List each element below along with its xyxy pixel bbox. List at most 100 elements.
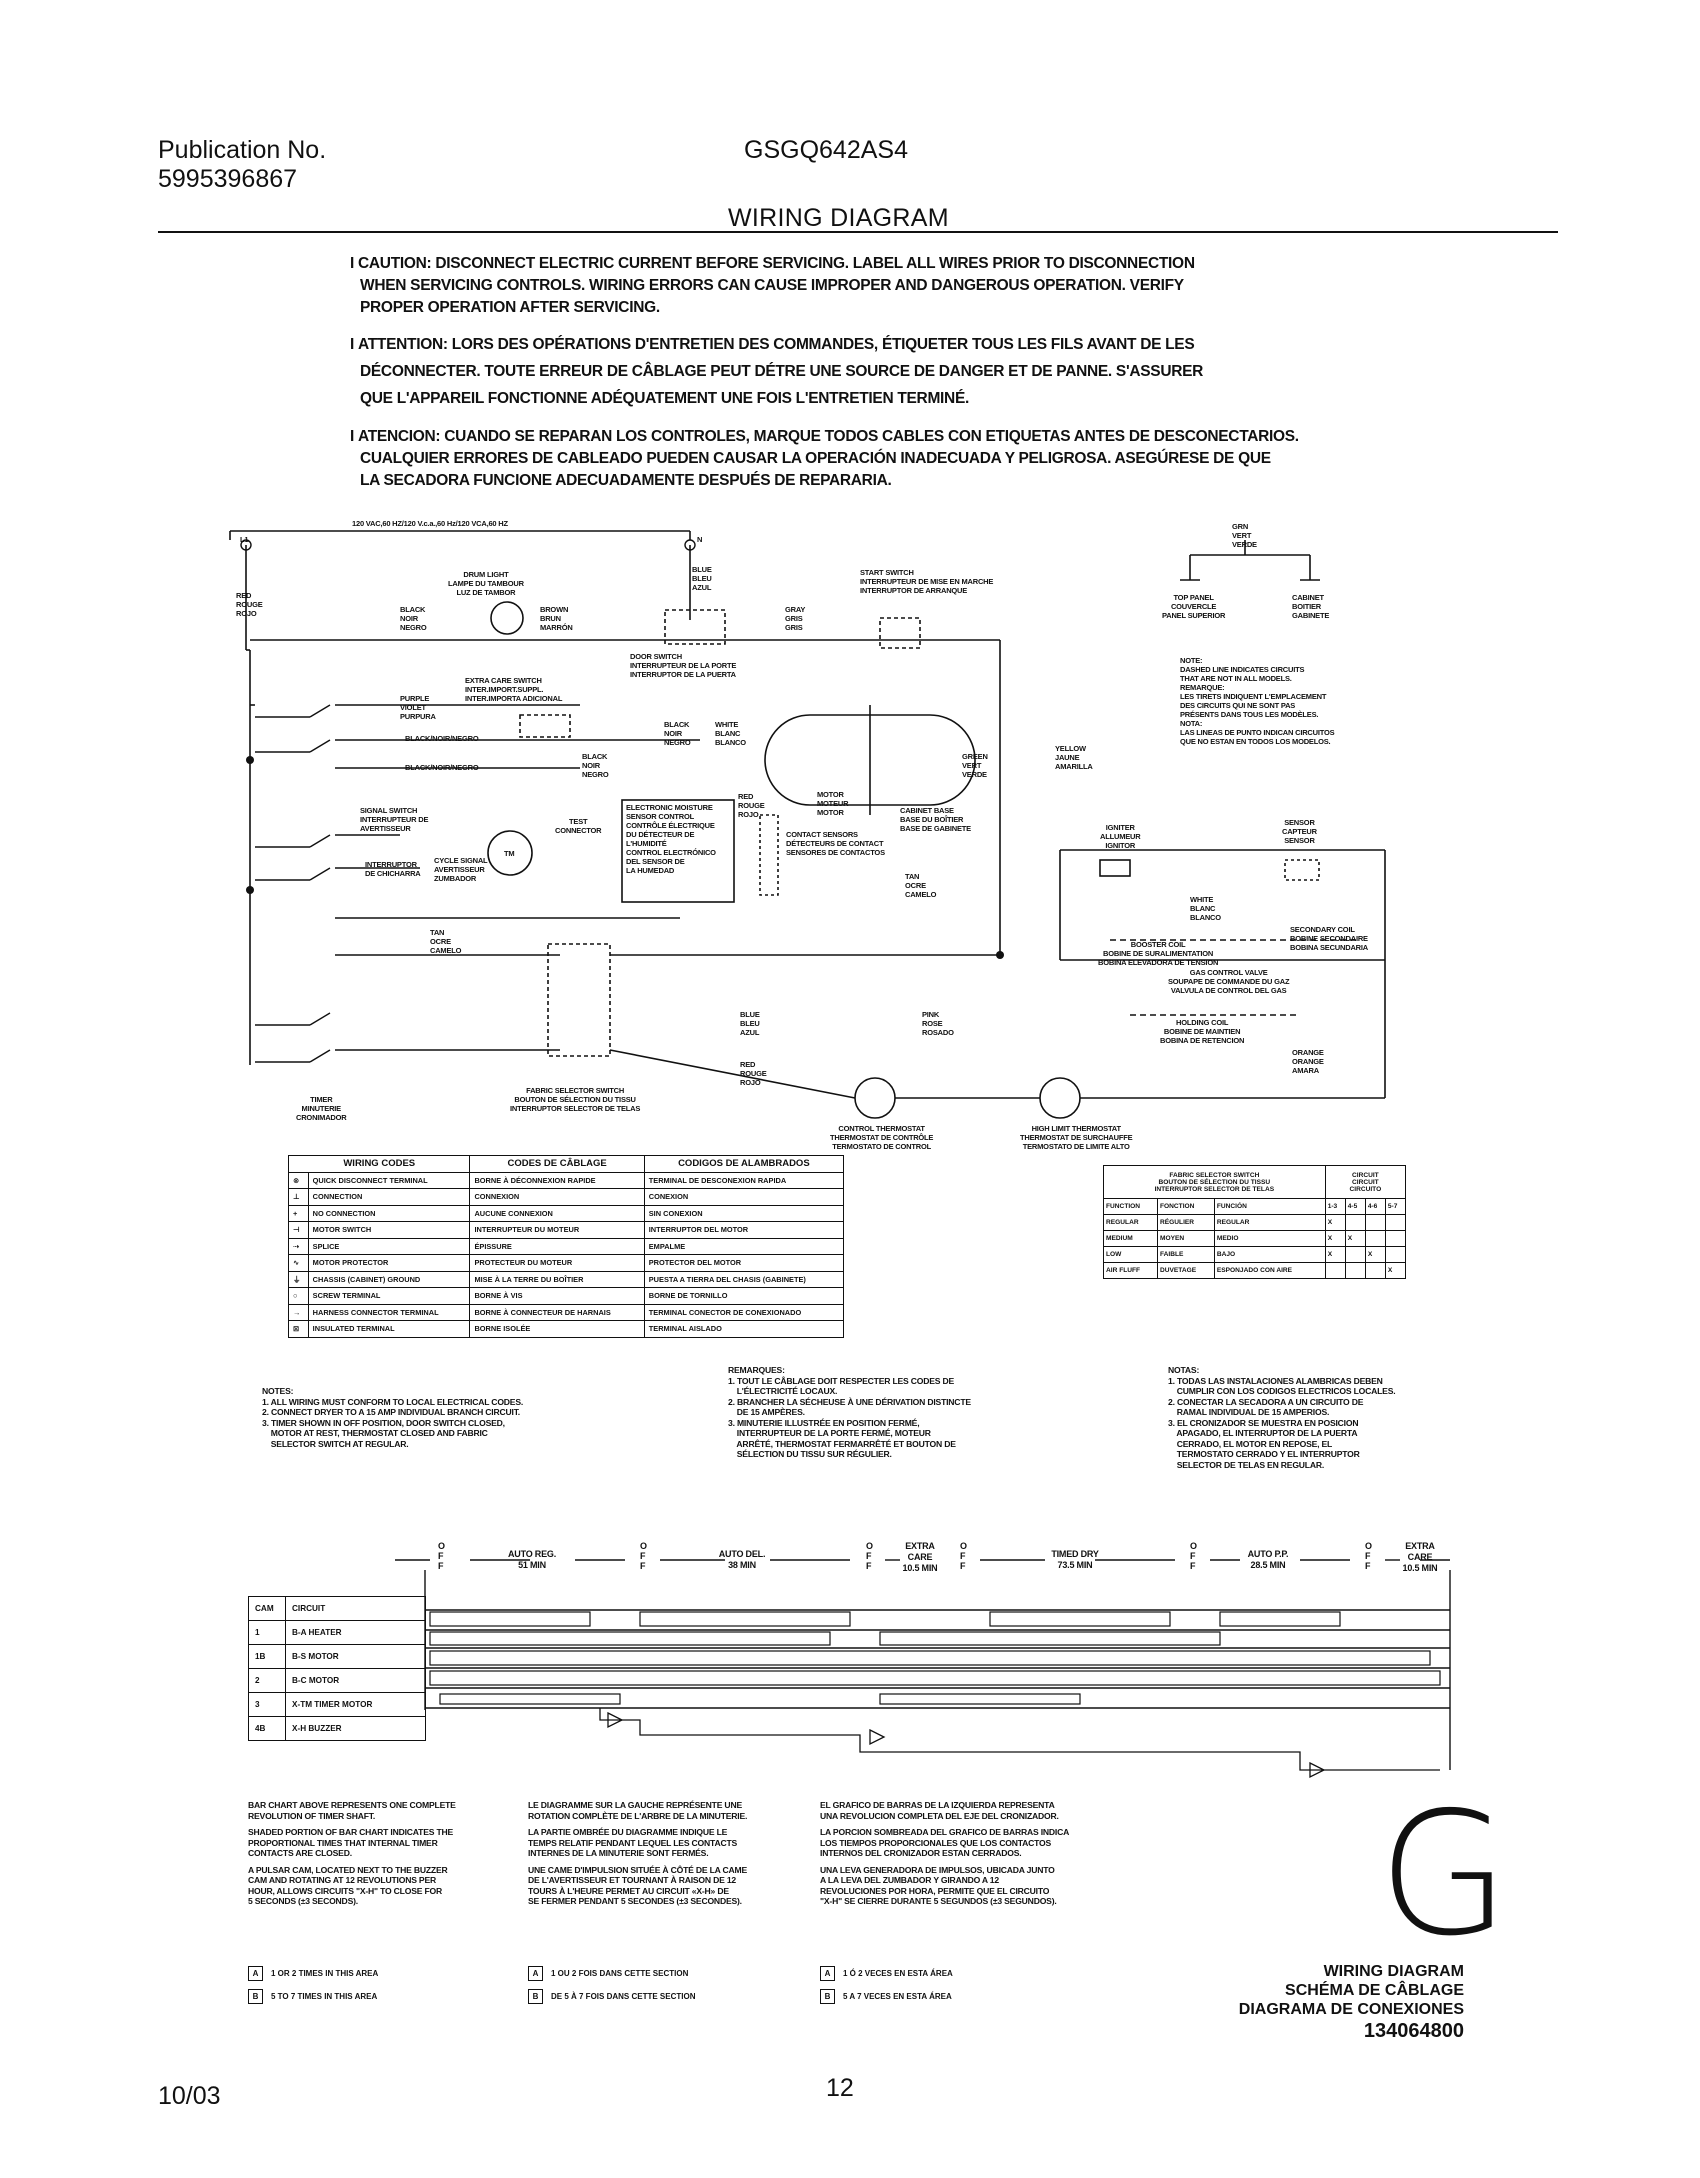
drum-light-label: DRUM LIGHT LAMPE DU TAMBOUR LUZ DE TAMBO… bbox=[448, 570, 524, 597]
cell: X bbox=[1344, 1230, 1366, 1247]
caption-line: DIAGRAMA DE CONEXIONES bbox=[1238, 2001, 1464, 2018]
black-wire-label-2: BLACK NOIR NEGRO bbox=[582, 752, 609, 779]
explain-line: SE FERMER PENDANT 5 SECONDES (±3 SECONDE… bbox=[528, 1896, 742, 1906]
cam-cell: 1 bbox=[248, 1620, 286, 1645]
signal-switch-label: SIGNAL SWITCH INTERRUPTEUR DE AVERTISSEU… bbox=[360, 806, 429, 833]
black-noir-label-2: BLACK/NOIR/NEGRO bbox=[405, 763, 479, 772]
black-wire-label: BLACK NOIR NEGRO bbox=[400, 605, 427, 632]
cell: MEDIO bbox=[1213, 1230, 1326, 1247]
top-panel-label: TOP PANEL COUVERCLE PANEL SUPERIOR bbox=[1162, 593, 1226, 620]
cell bbox=[1344, 1262, 1366, 1279]
note-line: 1. ALL WIRING MUST CONFORM TO LOCAL ELEC… bbox=[262, 1396, 524, 1407]
explain-line: A PULSAR CAM, LOCATED NEXT TO THE BUZZER bbox=[248, 1864, 448, 1875]
pulse-b-icon: B bbox=[248, 1989, 263, 2004]
code-es: BORNE DE TORNILLO bbox=[643, 1287, 845, 1305]
circuit-cell: X-TM TIMER MOTOR bbox=[285, 1692, 426, 1717]
legend-text: 5 TO 7 TIMES IN THIS AREA bbox=[271, 1992, 378, 2001]
code-es: TERMINAL AISLADO bbox=[643, 1320, 845, 1338]
code-fr: CONNEXION bbox=[469, 1188, 645, 1206]
explain-line: INTERNES DE LA MINUTERIE SONT FERMÉS. bbox=[528, 1848, 709, 1858]
red-wire-label-2: RED ROUGE ROJO bbox=[738, 792, 765, 819]
cell: MEDIUM bbox=[1103, 1230, 1158, 1247]
fabric-header: FABRIC SELECTOR SWITCH BOUTON DE SÉLECTI… bbox=[1103, 1165, 1326, 1199]
code-fr: MISE À LA TERRE DU BOÎTIER bbox=[469, 1270, 645, 1288]
note-line: ARRÊTÉ, THERMOSTAT FERMARRÊTÉ ET BOUTON … bbox=[728, 1438, 956, 1449]
holding-coil-label: HOLDING COIL BOBINE DE MAINTIEN BOBINA D… bbox=[1160, 1018, 1245, 1045]
explanation-spanish: EL GRAFICO DE BARRAS DE LA IZQUIERDA REP… bbox=[820, 1800, 1069, 1907]
explain-line: SHADED PORTION OF BAR CHART INDICATES TH… bbox=[248, 1827, 454, 1837]
warning-line: CUALQUIER ERRORES DE CABLEADO PUEDEN CAU… bbox=[360, 450, 1271, 467]
brown-wire-label: BROWN BRUN MARRÓN bbox=[540, 605, 573, 632]
code-en: CONNECTION bbox=[307, 1188, 471, 1206]
code-fr: AUCUNE CONNEXION bbox=[469, 1204, 645, 1222]
code-fr: ÉPISSURE bbox=[469, 1237, 645, 1255]
legend-text: 1 Ó 2 VECES EN ESTA ÁREA bbox=[843, 1969, 953, 1978]
warning-line: QUE L'APPAREIL FONCTIONNE ADÉQUATEMENT U… bbox=[360, 390, 970, 407]
cycle-name: AUTO DEL. bbox=[718, 1549, 766, 1559]
symbol-cell: ⊣ bbox=[288, 1221, 309, 1239]
col-header: 1-3 bbox=[1324, 1198, 1346, 1215]
warning-line: DÉCONNECTER. TOUTE ERREUR DE CÂBLAGE PEU… bbox=[360, 363, 1204, 380]
code-en: SCREW TERMINAL bbox=[307, 1287, 471, 1305]
symbol-cell: ○ bbox=[288, 1287, 309, 1305]
symbol-cell: + bbox=[288, 1204, 309, 1222]
explain-line: REVOLUCIONES POR HORA, PERMITE QUE EL CI… bbox=[820, 1885, 1050, 1896]
pink-wire-label: PINK ROSE ROSADO bbox=[922, 1010, 954, 1037]
code-en: SPLICE bbox=[307, 1237, 471, 1255]
white-wire-label-2: WHITE BLANC BLANCO bbox=[1190, 895, 1221, 922]
cam-cell: 1B bbox=[248, 1644, 286, 1669]
cell: RÉGULIER bbox=[1156, 1214, 1215, 1231]
cycle-time: 28.5 MIN bbox=[1250, 1560, 1286, 1570]
booster-coil-label: BOOSTER COIL BOBINE DE SURALIMENTATION B… bbox=[1098, 940, 1219, 967]
warning-line: WHEN SERVICING CONTROLS. WIRING ERRORS C… bbox=[360, 277, 1184, 294]
fabric-selector-table: FABRIC SELECTOR SWITCH BOUTON DE SÉLECTI… bbox=[1103, 1165, 1407, 1279]
explain-line: 5 SECONDS (±3 SECONDS). bbox=[248, 1896, 358, 1906]
cell bbox=[1364, 1214, 1386, 1231]
warning-line: PROPER OPERATION AFTER SERVICING. bbox=[360, 299, 660, 316]
symbol-cell: → bbox=[288, 1303, 309, 1321]
explain-line: UNE CAME D'IMPULSION SITUÉE À CÔTÉ DE LA… bbox=[528, 1864, 748, 1875]
notes-spanish: NOTAS: 1. TODAS LAS INSTALACIONES ALAMBR… bbox=[1168, 1365, 1396, 1470]
cycle-time: 73.5 MIN bbox=[1057, 1560, 1093, 1570]
cell: X bbox=[1324, 1230, 1346, 1247]
wiring-schematic bbox=[229, 530, 1386, 1119]
symbol-cell: ⊥ bbox=[288, 1188, 309, 1206]
revision-letter: G bbox=[1378, 1776, 1510, 1974]
code-es: INTERRUPTOR DEL MOTOR bbox=[643, 1221, 845, 1239]
cell: BAJO bbox=[1213, 1246, 1326, 1263]
cell: X bbox=[1364, 1246, 1386, 1263]
cell: ESPONJADO CON AIRE bbox=[1213, 1262, 1326, 1279]
wiring-codes-table: WIRING CODES CODES DE CÂBLAGE CODIGOS DE… bbox=[287, 1155, 845, 1338]
code-fr: BORNE À VIS bbox=[469, 1287, 645, 1305]
caption-line: WIRING DIAGRAM bbox=[1323, 1963, 1464, 1980]
col-header: FUNCTION bbox=[1103, 1198, 1158, 1215]
cell bbox=[1384, 1246, 1407, 1263]
cabinet-base-label: CABINET BASE BASE DU BOÎTIER BASE DE GAB… bbox=[900, 806, 971, 833]
explain-line: "X-H" SE CIERRE DURANTE 5 SEGUNDOS (±3 S… bbox=[820, 1896, 1057, 1906]
sensor-label: SENSOR CAPTEUR SENSOR bbox=[1282, 818, 1317, 845]
explain-line: TOURS À L'HEURE PERMET AU CIRCUIT «X-H» … bbox=[528, 1885, 729, 1896]
note-line: 2. BRANCHER LA SÉCHEUSE À UNE DÉRIVATION… bbox=[728, 1396, 971, 1407]
cycle-name: EXTRA CARE bbox=[905, 1541, 935, 1562]
cell: X bbox=[1324, 1214, 1346, 1231]
control-thermostat-label: CONTROL THERMOSTAT THERMOSTAT DE CONTRÔL… bbox=[830, 1124, 934, 1151]
secondary-coil-label: SECONDARY COIL BOBINE SECONDAIRE BOBINA … bbox=[1290, 925, 1368, 952]
code-en: HARNESS CONNECTOR TERMINAL bbox=[307, 1303, 471, 1321]
pulse-b-icon: B bbox=[528, 1989, 543, 2004]
gas-valve-label: GAS CONTROL VALVE SOUPAPE DE COMMANDE DU… bbox=[1168, 968, 1290, 995]
cell: LOW bbox=[1103, 1246, 1158, 1263]
explain-line: LA PORCION SOMBREADA DEL GRAFICO DE BARR… bbox=[820, 1827, 1070, 1837]
